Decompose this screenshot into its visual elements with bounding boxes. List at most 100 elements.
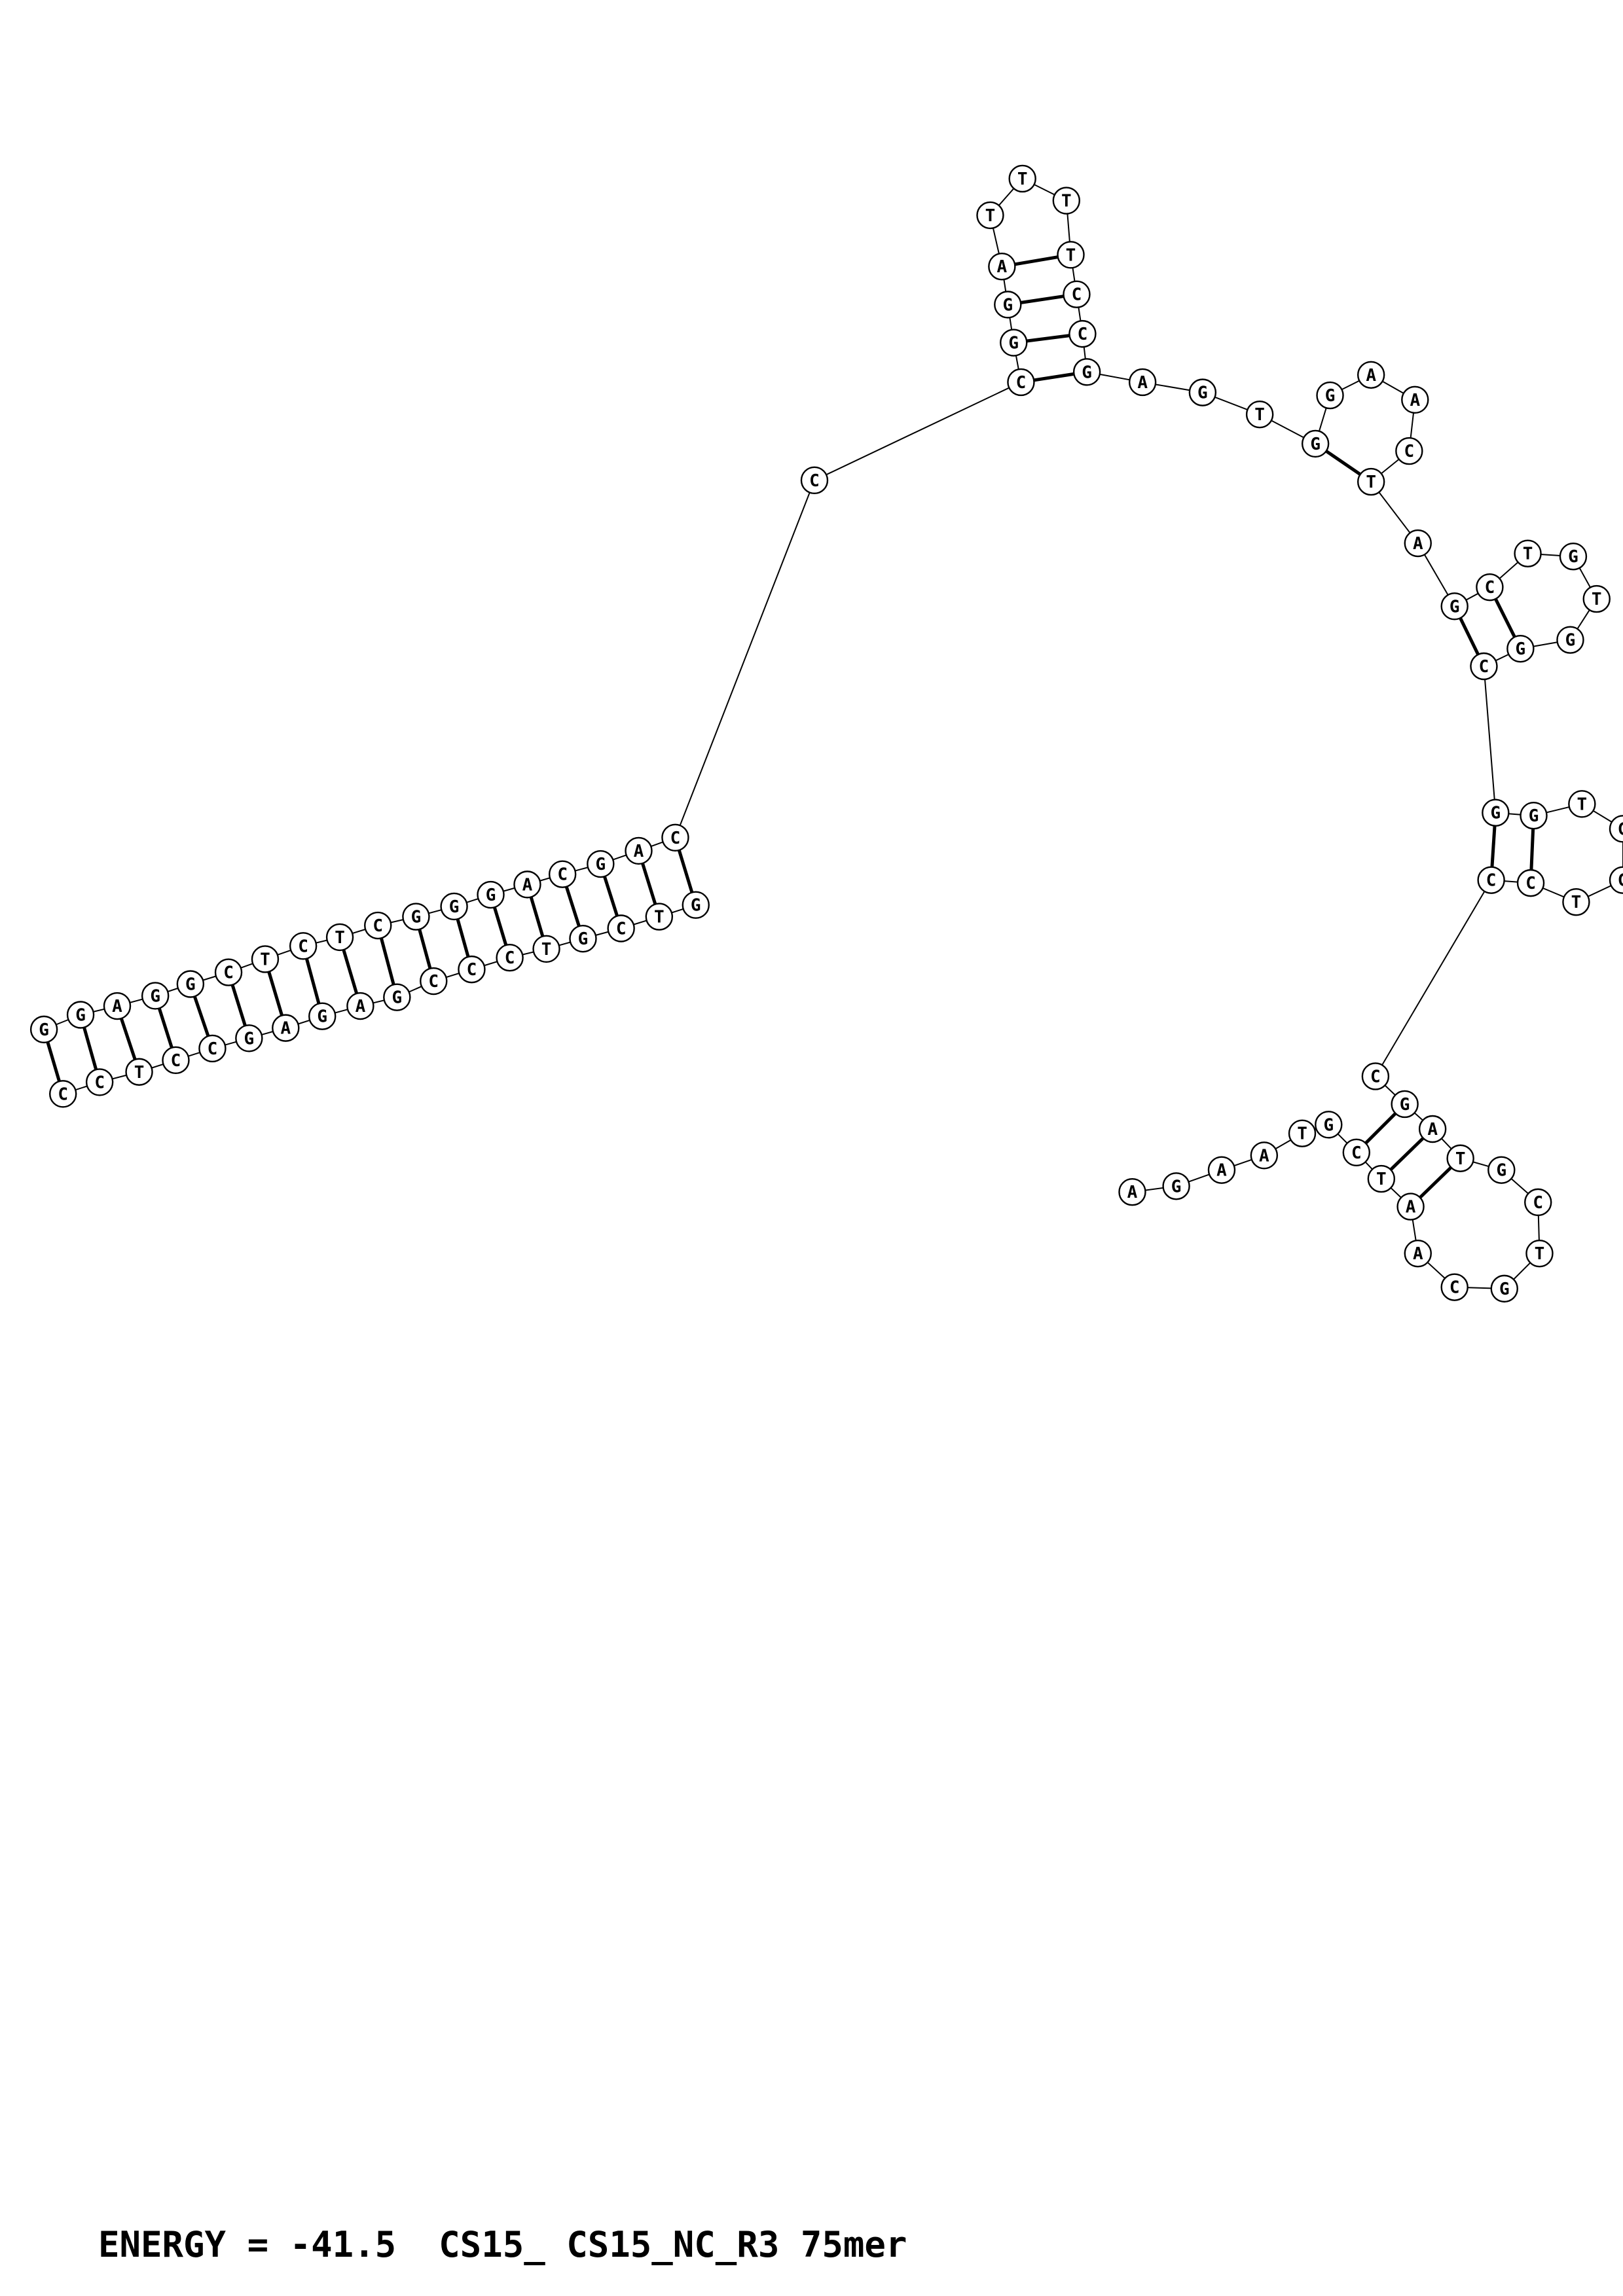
svg-text:C: C (171, 1051, 181, 1071)
svg-text:C: C (809, 471, 820, 491)
svg-text:T: T (335, 928, 345, 948)
svg-text:A: A (1137, 373, 1148, 393)
svg-text:T: T (1366, 473, 1376, 492)
nucleotide-G: G (1490, 1274, 1518, 1303)
svg-text:C: C (1078, 325, 1088, 344)
nucleotide-T: T (1357, 467, 1385, 496)
svg-text:A: A (112, 997, 122, 1016)
nucleotide-G: G (1188, 378, 1217, 406)
svg-text:G: G (1197, 384, 1208, 403)
svg-text:C: C (1525, 874, 1536, 893)
nucleotide-G: G (141, 982, 170, 1010)
nucleotide-G: G (587, 850, 615, 878)
nucleotide-A: A (1401, 386, 1429, 414)
nucleotide-C: C (1476, 573, 1504, 601)
svg-text:C: C (428, 972, 439, 992)
svg-text:G: G (244, 1029, 255, 1049)
nucleotide-A: A (1404, 529, 1432, 558)
nucleotide-G: G (1162, 1172, 1190, 1200)
nucleotide-A: A (1118, 1178, 1146, 1206)
nucleotide-G: G (1316, 381, 1344, 410)
svg-text:T: T (1577, 795, 1588, 814)
svg-text:T: T (134, 1063, 145, 1083)
nucleotide-C: C (364, 911, 392, 940)
svg-text:G: G (1008, 334, 1019, 353)
nucleotide-C: C (458, 955, 486, 984)
nucleotide-C: C (661, 823, 689, 852)
nucleotide-T: T (251, 945, 280, 973)
svg-text:C: C (58, 1085, 68, 1104)
nucleotide-C: C (1361, 1062, 1390, 1090)
svg-text:G: G (1325, 386, 1336, 406)
svg-text:C: C (670, 829, 681, 848)
nucleotide-C: C (1477, 866, 1505, 894)
nucleotide-C: C (1063, 280, 1091, 308)
svg-text:G: G (1516, 639, 1526, 659)
svg-text:G: G (1323, 1115, 1334, 1135)
nucleotide-G: G (383, 983, 411, 1011)
nucleotide-C: C (1068, 319, 1097, 348)
svg-text:G: G (1002, 295, 1013, 315)
nucleotide-G: G (29, 1015, 58, 1044)
nucleotide-T: T (125, 1058, 153, 1086)
svg-text:A: A (997, 257, 1008, 277)
svg-text:T: T (1061, 192, 1072, 211)
nucleotide-C: C (1342, 1138, 1370, 1167)
nucleotide-C: C (214, 958, 243, 986)
structure-edges (42, 178, 1623, 1289)
svg-text:A: A (1413, 1244, 1423, 1264)
nucleotide-G: G (1506, 634, 1535, 663)
svg-text:A: A (1406, 1198, 1416, 1217)
nucleotide-C: C (548, 860, 577, 888)
svg-text:G: G (1310, 435, 1321, 454)
svg-text:G: G (486, 886, 496, 905)
svg-text:C: C (1485, 578, 1495, 598)
nucleotide-G: G (1000, 329, 1028, 357)
svg-text:T: T (1376, 1170, 1387, 1189)
svg-text:A: A (1413, 534, 1423, 554)
svg-text:C: C (505, 948, 515, 968)
nucleotide-G: G (1609, 815, 1623, 843)
nucleotide-G: G (1482, 798, 1510, 827)
nucleotide-T: T (1582, 584, 1611, 613)
svg-text:T: T (1066, 245, 1076, 265)
nucleotide-T: T (1562, 888, 1590, 916)
nucleotide-T: T (1057, 241, 1085, 269)
svg-text:A: A (1427, 1120, 1438, 1139)
nucleotide-A: A (1357, 361, 1385, 389)
nucleotide-A: A (346, 992, 374, 1020)
svg-text:G: G (1450, 597, 1460, 617)
nucleotide-A: A (1396, 1193, 1425, 1221)
svg-text:C: C (1450, 1278, 1460, 1298)
svg-text:T: T (1592, 590, 1602, 609)
nucleotide-G: G (682, 891, 710, 919)
svg-text:T: T (654, 908, 665, 927)
nucleotide-A: A (1404, 1239, 1432, 1268)
svg-text:G: G (1618, 871, 1623, 891)
svg-text:A: A (1216, 1161, 1227, 1181)
nucleotide-C: C (289, 932, 318, 960)
svg-text:G: G (449, 897, 460, 917)
svg-text:G: G (595, 855, 606, 874)
nucleotide-G: G (1487, 1156, 1516, 1184)
backbone-segment (674, 480, 815, 838)
svg-text:A: A (280, 1019, 291, 1039)
svg-text:C: C (557, 865, 568, 885)
svg-text:G: G (1529, 806, 1539, 826)
nucleotide-G: G (1301, 429, 1330, 458)
nucleotide-G: G (569, 924, 597, 953)
backbone-segment (814, 382, 1021, 481)
svg-text:T: T (1571, 893, 1582, 912)
nucleotide-G: G (1520, 802, 1548, 830)
svg-text:C: C (1486, 871, 1497, 891)
nucleotide-T: T (1367, 1164, 1396, 1193)
nucleotide-T: T (325, 923, 354, 952)
nucleotide-G: G (477, 880, 505, 909)
nucleotide-G: G (176, 970, 205, 998)
nucleotide-A: A (625, 836, 653, 865)
nucleotide-A: A (1128, 368, 1157, 397)
nucleotide-G: G (1440, 592, 1468, 620)
nucleotide-G: G (308, 1002, 337, 1030)
svg-text:T: T (1455, 1149, 1466, 1169)
svg-text:C: C (1016, 373, 1027, 393)
